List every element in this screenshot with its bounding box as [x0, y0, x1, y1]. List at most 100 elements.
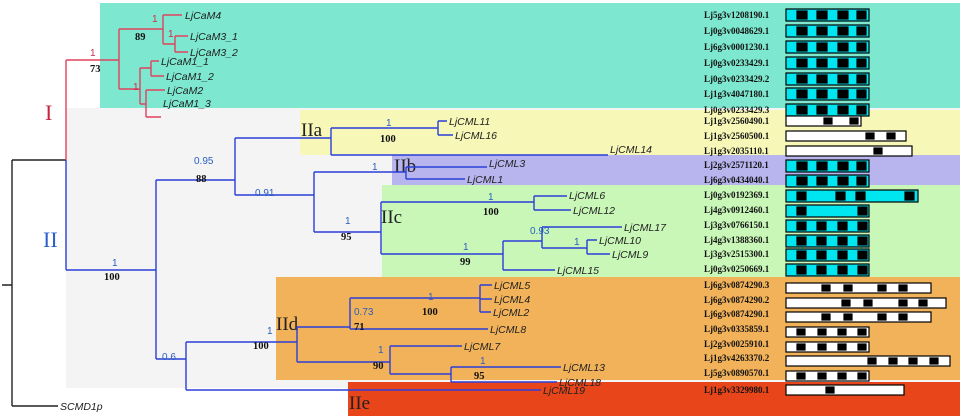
tip-label: LjCML3 — [489, 158, 525, 170]
gene-structure-row — [785, 234, 870, 248]
gene-structure-row — [785, 204, 870, 218]
group-IId-label: IId — [276, 314, 299, 335]
gene-structure-row — [785, 72, 870, 86]
tip-label: SCMD1p — [60, 401, 103, 413]
tip-label: LjCML18 — [559, 377, 601, 389]
gene-structure-row — [785, 87, 870, 101]
bootstrap-value: 0.73 — [354, 307, 374, 318]
tip-label: LjCML17 — [624, 222, 667, 234]
support-values: 1 1 89 1 1 73 1 100 1 1 100 1 0.93 1 99 … — [90, 14, 580, 382]
tip-label: LjCaM4 — [185, 10, 221, 22]
accession-id: Lj1g3v2560490.1 — [704, 116, 770, 126]
accession-id: Lj1g3v3329980.1 — [704, 385, 770, 395]
accession-id: Lj6g3v0874290.3 — [704, 280, 770, 290]
tip-label: LjCML7 — [464, 341, 501, 353]
tip-labels: LjCaM4 LjCaM3_1 LjCaM3_2 LjCaM1_1 LjCaM1… — [60, 10, 667, 413]
accession-id: Lj0g3v0233429.2 — [704, 74, 770, 84]
gene-structure-row — [785, 355, 951, 367]
gene-structure-row — [785, 326, 870, 338]
tip-label: LjCML16 — [455, 130, 497, 142]
gene-structure-row — [785, 384, 905, 396]
tip-label: LjCaM3_2 — [190, 47, 238, 59]
bootstrap-value: 0.93 — [530, 226, 550, 237]
posterior-value: 95 — [341, 232, 352, 243]
posterior-value: 73 — [90, 64, 101, 75]
posterior-value: 100 — [104, 272, 120, 283]
bootstrap-value: 1 — [463, 242, 469, 253]
bootstrap-value: 1 — [345, 216, 351, 227]
tip-label: LjCaM1_1 — [161, 56, 209, 68]
bootstrap-value: 1 — [168, 29, 174, 40]
gene-structure-row — [785, 370, 870, 382]
gene-structure-row — [785, 297, 947, 309]
accession-id: Lj0g3v0233429.1 — [704, 58, 770, 68]
bootstrap-value: 1 — [133, 82, 139, 93]
tip-label: LjCaM2 — [167, 85, 203, 97]
tip-label: LjCML4 — [494, 294, 530, 306]
accession-id: Lj2g3v2571120.1 — [704, 160, 769, 170]
tip-label: LjCaM1_2 — [166, 71, 214, 83]
accession-column: Lj5g3v1208190.1 Lj0g3v0048629.1 Lj6g3v00… — [704, 10, 770, 395]
bootstrap-value: 1 — [488, 192, 494, 203]
accession-id: Lj5g3v1208190.1 — [704, 10, 770, 20]
gene-structure-row — [785, 174, 870, 188]
accession-id: Lj1g3v2560500.1 — [704, 131, 770, 141]
gene-structure-row — [785, 219, 870, 233]
bootstrap-value: 1 — [267, 326, 273, 337]
bootstrap-value: 0.6 — [162, 352, 176, 363]
tip-label: LjCaM1_3 — [163, 98, 211, 110]
group-II-branches — [65, 120, 622, 391]
bootstrap-value: 1 — [372, 162, 378, 173]
accession-id: Lj4g3v0912460.1 — [704, 205, 770, 215]
posterior-value: 100 — [253, 341, 269, 352]
gene-structure-row — [785, 248, 870, 262]
accession-id: Lj0g3v0192369.1 — [704, 190, 770, 200]
tip-label: LjCML2 — [493, 307, 529, 319]
accession-id: Lj6g3v0874290.1 — [704, 309, 770, 319]
gene-structure-row — [785, 189, 919, 203]
gene-structure-row — [785, 145, 913, 157]
bootstrap-value: 1 — [152, 14, 158, 25]
gene-structure-row — [785, 103, 870, 117]
accession-id: Lj6g3v0434040.1 — [704, 175, 770, 185]
group-IIa-label: IIa — [301, 120, 323, 141]
accession-id: Lj4g3v1388360.1 — [704, 235, 770, 245]
accession-id: Lj1g3v4263370.2 — [704, 353, 770, 363]
posterior-value: 95 — [474, 371, 485, 382]
gene-structure-row — [785, 282, 932, 294]
tree-branches — [2, 14, 622, 407]
tip-label: LjCML5 — [494, 280, 530, 292]
group-I-label: I — [45, 100, 52, 125]
tip-label: LjCML11 — [449, 116, 490, 128]
accession-id: Lj0g3v0048629.1 — [704, 26, 770, 36]
tip-label: LjCML19 — [543, 385, 585, 397]
posterior-value: 99 — [460, 257, 471, 268]
accession-id: Lj0g3v0233429.3 — [704, 105, 770, 115]
gene-structure-row — [785, 115, 862, 127]
group-IIe-label: IIe — [349, 393, 370, 414]
gene-structure-row — [785, 56, 870, 70]
gene-structure-row — [785, 263, 870, 277]
posterior-value: 88 — [196, 174, 207, 185]
bootstrap-value: 0.95 — [194, 156, 214, 167]
tip-label: LjCML13 — [563, 362, 605, 374]
tip-label: LjCML10 — [599, 235, 641, 247]
accession-id: Lj1g3v2035110.1 — [704, 146, 769, 156]
posterior-value: 100 — [380, 134, 396, 145]
gene-structure-row — [785, 311, 932, 323]
gene-structure-bars — [785, 8, 951, 396]
bootstrap-value: 1 — [112, 258, 118, 269]
gene-structure-row — [785, 130, 907, 142]
bootstrap-value: 1 — [428, 292, 434, 303]
accession-id: Lj3g3v0766150.1 — [704, 220, 770, 230]
tip-label: LjCML1 — [467, 174, 503, 186]
tip-label: LjCaM3_1 — [190, 31, 238, 43]
gene-structure-row — [785, 40, 870, 54]
posterior-value: 89 — [135, 32, 146, 43]
tip-label: LjCML6 — [569, 190, 605, 202]
posterior-value: 90 — [373, 361, 384, 372]
accession-id: Lj1g3v4047180.1 — [704, 89, 770, 99]
group-II-label: II — [43, 227, 58, 252]
